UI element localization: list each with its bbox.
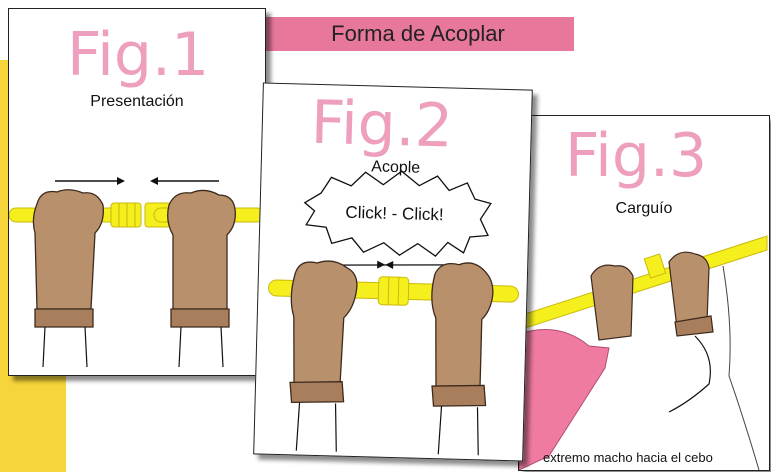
fig-1-illustration (9, 177, 265, 368)
fig-1-label: Fig.1 (67, 20, 210, 90)
panel-fig-3: Fig.3 Carguío extremo macho hacia el ceb… (518, 115, 770, 471)
fig-3-caption: extremo macho hacia el cebo (543, 450, 713, 465)
panel-fig-1: Fig.1 Presentación (8, 8, 266, 376)
fig-2-label: Fig.2 (309, 87, 454, 162)
fig-3-label: Fig.3 (565, 121, 708, 191)
fig-1-subtitle: Presentación (90, 93, 184, 110)
fig-2-illustration (268, 170, 519, 456)
fig-3-illustration (519, 235, 768, 470)
panel-fig-2: Fig.2 Acople Click! - Click! (253, 82, 533, 462)
fig-3-subtitle: Carguío (615, 200, 673, 217)
header-title: Forma de Acoplar (331, 21, 505, 46)
header-banner: Forma de Acoplar (262, 17, 574, 51)
